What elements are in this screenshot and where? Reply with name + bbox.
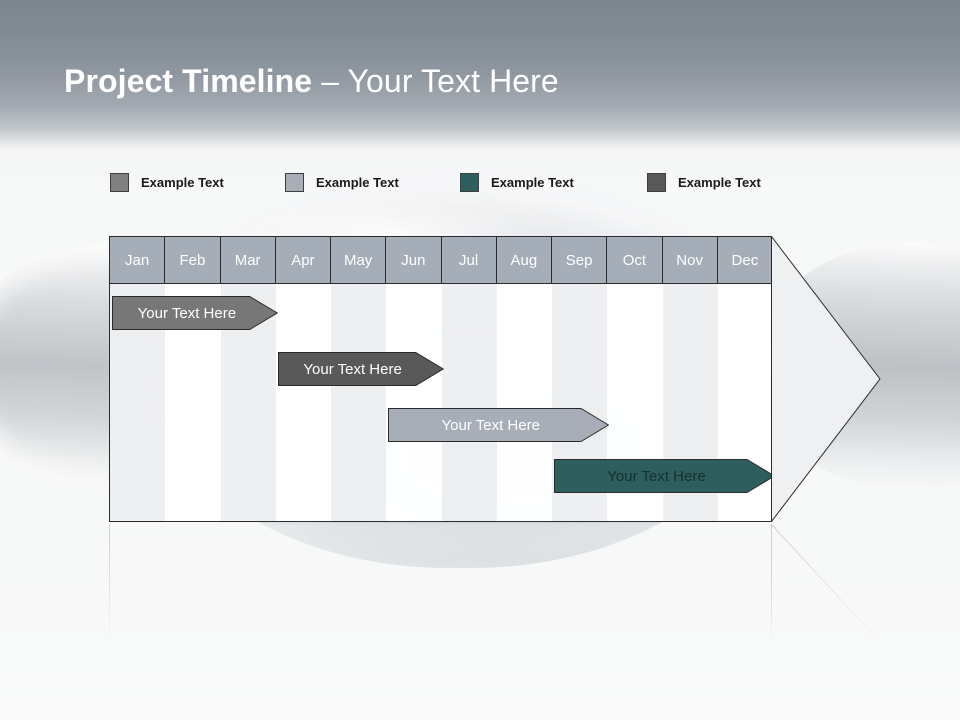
month-header-jan: Jan (110, 237, 166, 283)
month-header-jul: Jul (441, 237, 497, 283)
month-header-mar: Mar (220, 237, 276, 283)
legend: Example Text Example Text Example Text Exam… (110, 170, 810, 194)
legend-item-4[interactable]: Example Text (647, 170, 761, 194)
header-underline (110, 283, 771, 284)
task-bar-label: Your Text Here (137, 304, 237, 322)
month-column-jul: Jul (441, 237, 497, 521)
month-column-jun: Jun (386, 237, 442, 521)
task-bar-label: Your Text Here (607, 467, 706, 485)
legend-item-1[interactable]: Example Text (110, 170, 224, 194)
month-column-feb: Feb (165, 237, 221, 521)
legend-label: Example Text (141, 174, 224, 190)
task-bar-arrow-icon (112, 296, 278, 330)
task-bar-1[interactable]: Your Text Here (112, 296, 278, 330)
month-header-dec: Dec (717, 237, 771, 283)
legend-label: Example Text (491, 174, 574, 190)
task-bar-label: Your Text Here (441, 416, 540, 434)
task-bar-2[interactable]: Your Text Here (277, 352, 444, 386)
legend-item-3[interactable]: Example Text (460, 170, 574, 194)
task-bar-arrow-icon (554, 459, 771, 493)
month-column-jan: Jan (110, 237, 166, 521)
task-bar-4[interactable]: Your Text Here (554, 459, 771, 493)
task-bar-label: Your Text Here (303, 360, 402, 378)
legend-swatch-icon (110, 172, 129, 192)
month-header-nov: Nov (662, 237, 718, 283)
task-bar-arrow-icon (277, 352, 444, 386)
month-header-may: May (331, 237, 387, 283)
photo-fade-bottom (0, 560, 960, 720)
month-header-aug: Aug (496, 237, 552, 283)
legend-label: Example Text (678, 174, 761, 190)
legend-item-2[interactable]: Example Text (285, 170, 399, 194)
legend-swatch-icon (647, 172, 666, 192)
header-band (0, 0, 960, 150)
month-header-jun: Jun (386, 237, 442, 283)
month-header-apr: Apr (275, 237, 331, 283)
task-bar-3[interactable]: Your Text Here (388, 408, 610, 442)
month-header-oct: Oct (607, 237, 663, 283)
legend-label: Example Text (316, 174, 399, 190)
month-header-sep: Sep (552, 237, 608, 283)
legend-swatch-icon (460, 172, 479, 192)
month-column-aug: Aug (496, 237, 552, 521)
month-column-mar: Mar (220, 237, 276, 521)
chart-arrowhead-icon (771, 236, 881, 522)
legend-swatch-icon (285, 172, 304, 192)
page-title: Project Timeline – Your Text Here (64, 60, 559, 102)
month-header-feb: Feb (165, 237, 221, 283)
task-bar-arrow-icon (388, 408, 610, 442)
page-title-light: – Your Text Here (312, 63, 559, 99)
page-title-bold: Project Timeline (64, 63, 313, 99)
